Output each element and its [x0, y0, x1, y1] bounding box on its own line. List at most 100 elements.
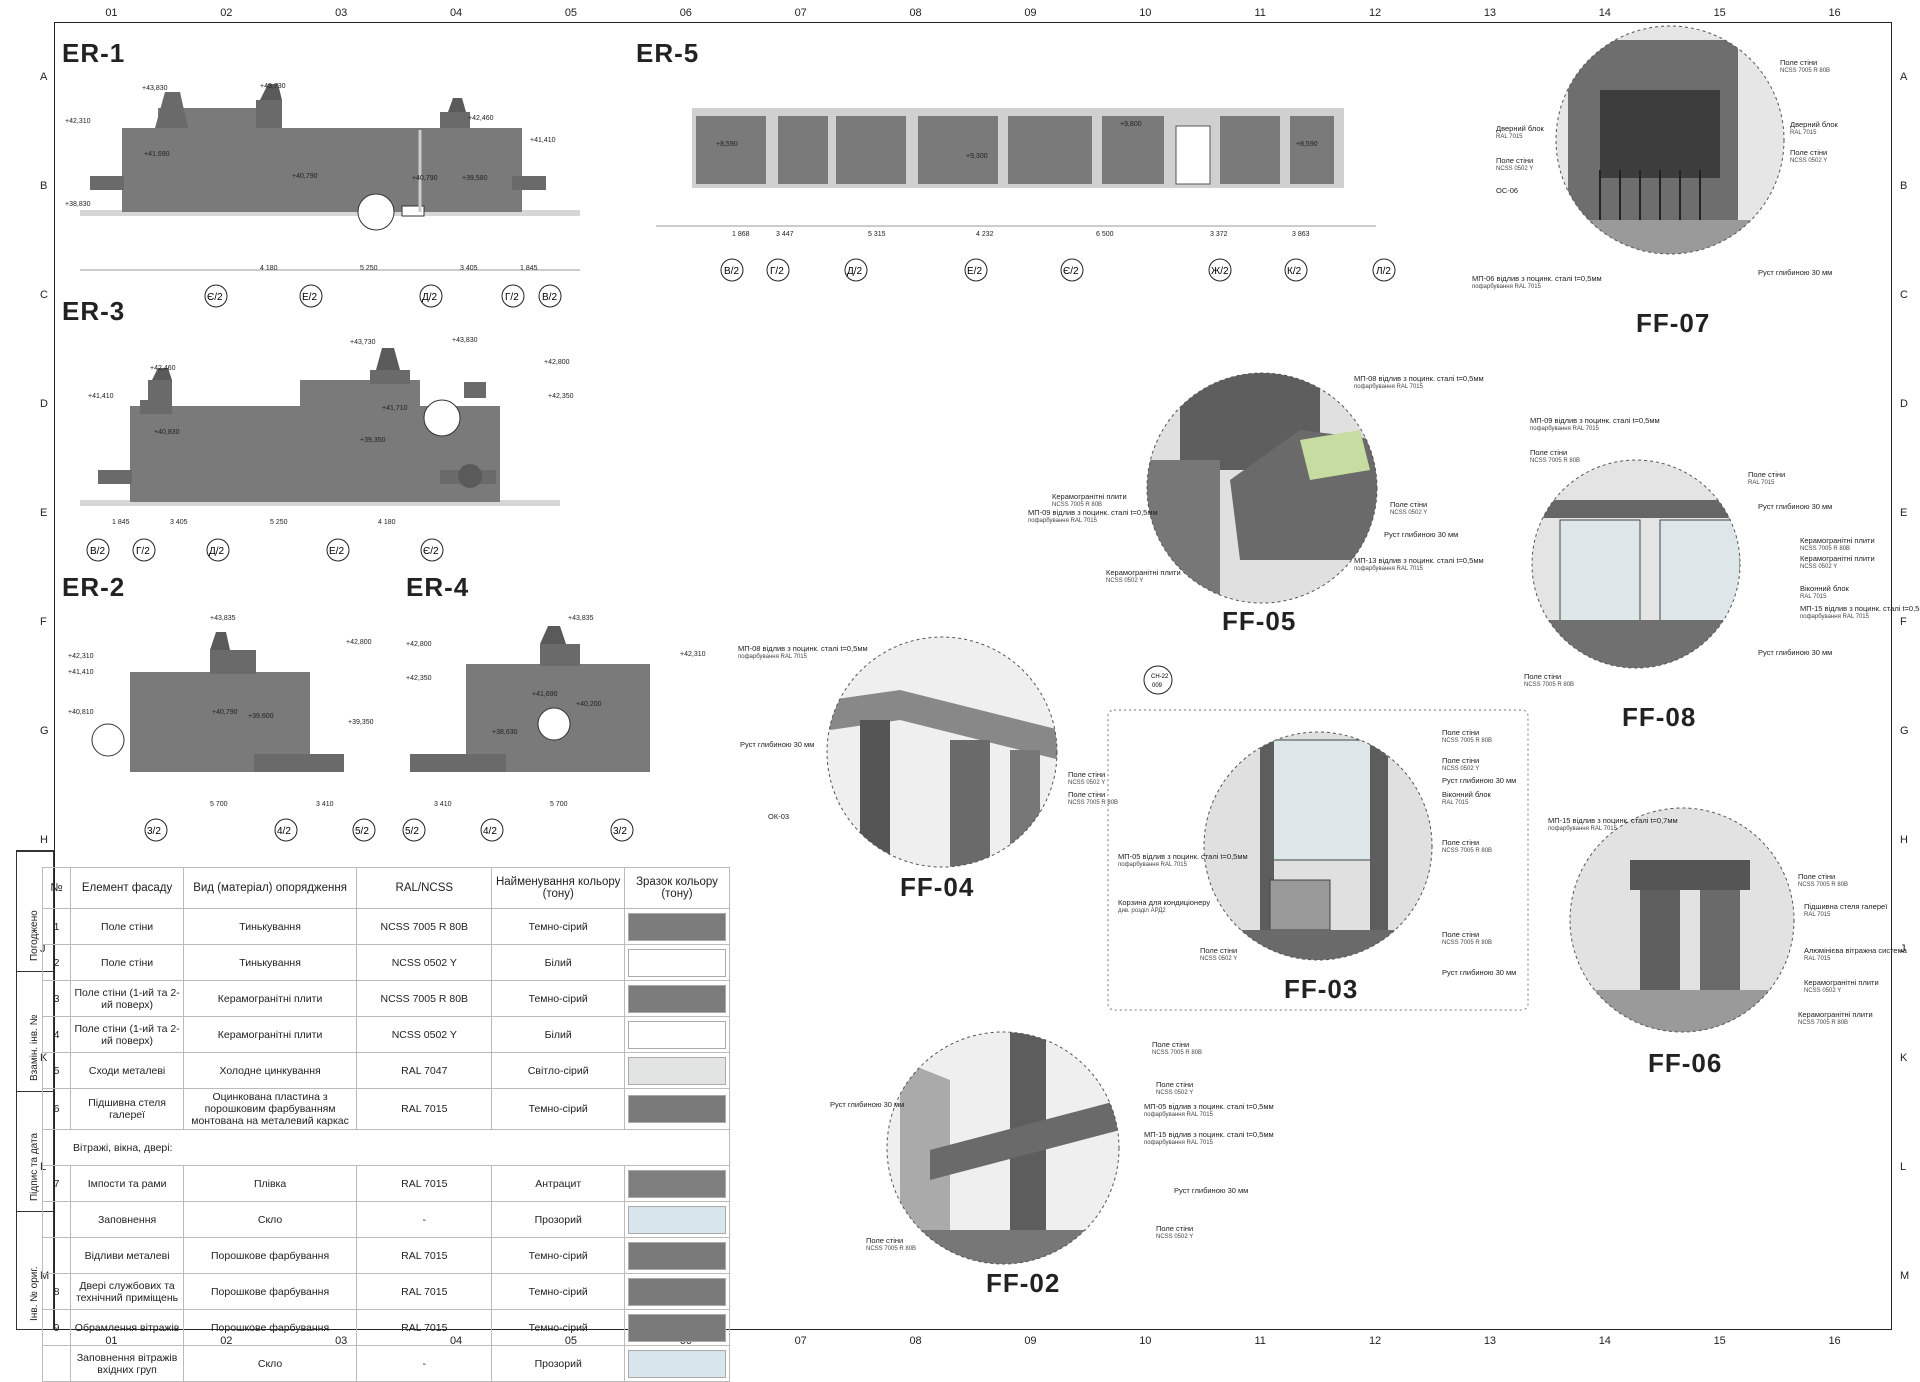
legend-header: Зразок кольору (тону)	[624, 867, 730, 909]
detail-title-ff07: FF-07	[1636, 308, 1711, 338]
legend-color-code: NCSS 0502 Y	[356, 944, 493, 981]
er3-axis: В/2	[90, 546, 105, 557]
legend-color-code: RAL 7015	[356, 1165, 493, 1202]
view-title-er3: ER-3	[62, 296, 126, 326]
legend-material: Оцинкована пластина з порошковим фарбува…	[182, 1088, 358, 1130]
er5-mark: +8,590	[716, 141, 738, 148]
er1-axis: В/2	[542, 292, 557, 303]
er4-dim: 5 700	[550, 801, 568, 808]
er4-axis: 4/2	[483, 826, 497, 837]
er3-mark: +41,410	[88, 393, 114, 400]
legend-color-name: Білий	[491, 1016, 625, 1053]
grid-row-letter: L	[1900, 1160, 1907, 1173]
grid-column-number: 16	[1828, 7, 1841, 19]
legend-header: Елемент фасаду	[70, 867, 184, 909]
legend-element: Поле стіни	[70, 908, 184, 945]
legend-number	[41, 1237, 72, 1274]
detail-label-ff08: Руст глибиною 30 мм	[1758, 502, 1833, 511]
legend-material: Скло	[182, 1201, 358, 1238]
legend-material: Плівка	[182, 1165, 358, 1202]
grid-column-number: 10	[1139, 7, 1152, 19]
grid-column-number: 09	[1024, 7, 1037, 19]
legend-color-code: NCSS 7005 R 80B	[356, 908, 493, 945]
detail-title-ff08: FF-08	[1622, 702, 1697, 732]
er3-mark: +39,350	[360, 437, 386, 444]
legend-number: 8	[41, 1273, 72, 1310]
legend-material: Керамогранітні плити	[182, 1016, 358, 1053]
legend-color-code: NCSS 7005 R 80B	[356, 980, 493, 1017]
grid-row-letter: A	[40, 70, 48, 83]
legend-color-swatch	[628, 1056, 726, 1085]
detail-label-ff03: Руст глибиною 30 мм	[1442, 968, 1517, 977]
legend-header: Найменування кольору (тону)	[491, 867, 625, 909]
er5-axis: Л/2	[1376, 266, 1391, 277]
grid-column-number: 08	[909, 7, 922, 19]
er2-mark: +42,800	[346, 639, 372, 646]
legend-color-code: RAL 7047	[356, 1052, 493, 1089]
er3-dim: 1 845	[112, 519, 130, 526]
er4-mark: +40,200	[576, 701, 602, 708]
grid-row-letter: F	[1900, 615, 1907, 628]
grid-column-number: 03	[335, 7, 348, 19]
er2-dim: 5 700	[210, 801, 228, 808]
er1-mark: +40,790	[412, 175, 438, 182]
er5-mark: +9,300	[966, 153, 988, 160]
legend-element: Поле стіни (1-ий та 2-ий поверх)	[70, 1016, 184, 1053]
legend-number	[41, 1345, 72, 1382]
finishes-legend-table: № Елемент фасаду Вид (матеріал) опорядже…	[41, 867, 730, 1382]
er4-mark: +38,630	[492, 729, 518, 736]
legend-color-swatch	[628, 1205, 726, 1234]
er3-dim: 3 405	[170, 519, 188, 526]
detail-label-ff03: Руст глибиною 30 мм	[1442, 776, 1517, 785]
legend-color-swatch	[628, 1277, 726, 1306]
legend-element: Імпости та рами	[70, 1165, 184, 1202]
er3-mark: +43,730	[350, 339, 376, 346]
er1-mark: +41,410	[530, 137, 556, 144]
legend-header: Вид (матеріал) опорядження	[182, 867, 358, 909]
er1-mark: +43,730	[260, 83, 286, 90]
grid-row-letter: J	[1900, 942, 1906, 955]
view-title-er5: ER-5	[636, 38, 700, 68]
grid-column-number: 11	[1254, 7, 1266, 19]
legend-row: Вітражі, вікна, двері:	[42, 1129, 730, 1166]
legend-color-name: Темно-сірий	[491, 1309, 625, 1346]
view-title-er2: ER-2	[62, 572, 126, 602]
grid-column-number: 13	[1483, 7, 1497, 19]
er4-mark: +43,835	[568, 615, 594, 622]
er1-mark: +42,460	[468, 115, 494, 122]
detail-label-ff08: Руст глибиною 30 мм	[1758, 648, 1833, 657]
legend-element: Обрамлення вітражів	[70, 1309, 184, 1346]
elevation-er2: +43,835 +42,800 +42,310 +41,410 +40,810 …	[68, 615, 376, 842]
legend-element: Заповнення	[70, 1201, 184, 1238]
grid-column-number: 02	[220, 7, 233, 19]
elevation-er4: +43,835 +42,800 +42,350 +42,310 +41,690 …	[402, 615, 706, 842]
elevation-er5: +8,590 +9,800 +9,300 +8,590 1 868 3 447 …	[656, 108, 1396, 282]
legend-color-code: -	[356, 1345, 493, 1382]
legend-color-name: Прозорий	[491, 1345, 625, 1382]
er2-axis: 3/2	[147, 826, 161, 837]
